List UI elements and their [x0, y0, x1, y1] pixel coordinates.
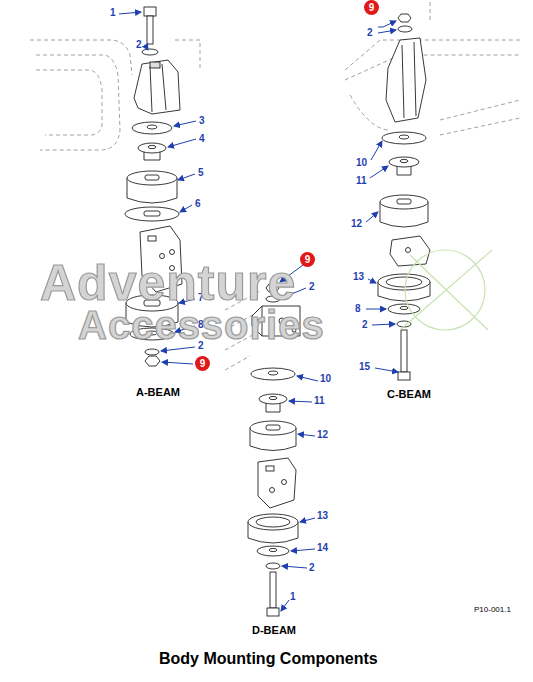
callout-number: 14	[317, 543, 328, 553]
figure-number: P10-001.1	[474, 606, 511, 614]
callout-number: 1	[290, 592, 296, 602]
callout-number: 11	[314, 396, 325, 406]
callout-number: 12	[351, 219, 362, 229]
watermark: Accessories	[78, 305, 325, 345]
callout-number: 1	[110, 8, 116, 18]
section-heading: D-BEAM	[252, 625, 296, 636]
callout-number: 2	[362, 320, 368, 330]
callout-number: 13	[317, 511, 328, 521]
callout-number: 2	[309, 282, 315, 292]
callout-number: 9	[364, 0, 379, 15]
callout-number: 10	[356, 158, 367, 168]
callout-number: 2	[136, 40, 142, 50]
callout-number: 15	[359, 362, 370, 372]
callout-number: 9	[195, 356, 210, 371]
section-heading: A-BEAM	[136, 387, 180, 398]
callout-number: 12	[317, 430, 328, 440]
figure-caption: Body Mounting Components	[159, 651, 378, 667]
callout-number: 2	[309, 563, 315, 573]
section-heading: C-BEAM	[387, 389, 431, 400]
callout-number: 2	[367, 28, 373, 38]
callout-number: 3	[199, 116, 205, 126]
watermark: Adventure	[40, 258, 296, 308]
callout-number: 11	[356, 176, 367, 186]
callout-number: 8	[355, 304, 361, 314]
callout-number: 4	[199, 134, 205, 144]
callout-number: 6	[195, 199, 201, 209]
callout-number: 10	[320, 374, 331, 384]
callout-number: 5	[198, 168, 204, 178]
callout-number: 9	[300, 252, 315, 267]
callout-number: 13	[353, 272, 364, 282]
